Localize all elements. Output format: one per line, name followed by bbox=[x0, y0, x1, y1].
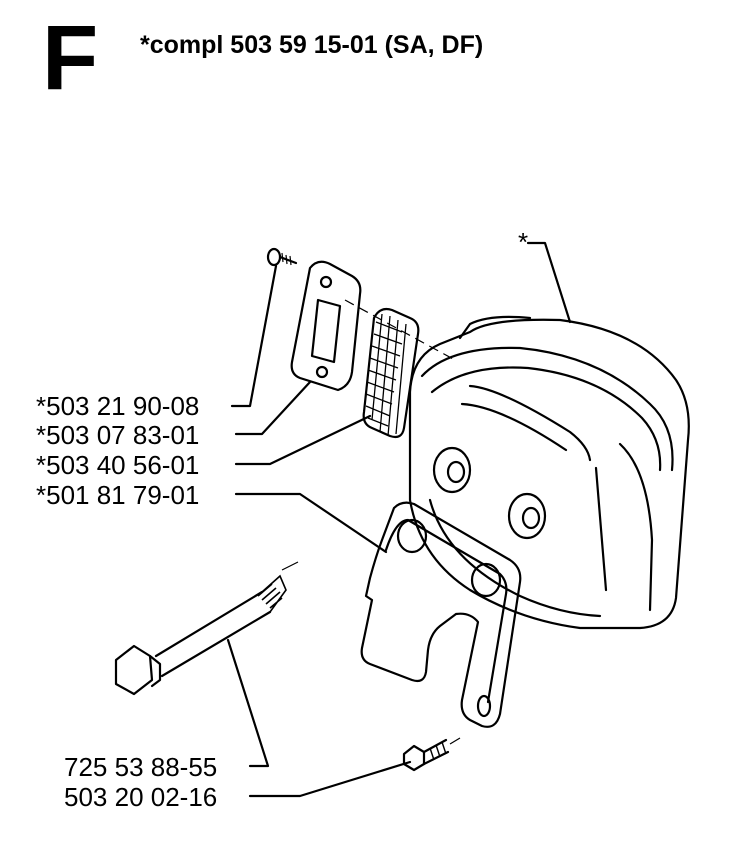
leader-long-bolt bbox=[226, 638, 270, 768]
bolt-axis-line bbox=[281, 561, 299, 571]
muffler-part bbox=[408, 315, 690, 630]
callout-spark-screen: *503 40 56-01 bbox=[36, 450, 199, 480]
leader-muffler bbox=[526, 241, 572, 324]
leader-short-bolt bbox=[248, 760, 412, 798]
spark-screen-part bbox=[362, 307, 420, 439]
section-letter: F bbox=[42, 7, 99, 109]
callout-muffler: * bbox=[518, 227, 528, 257]
leader-bracket bbox=[234, 492, 388, 554]
assembly-title: *compl 503 59 15-01 (SA, DF) bbox=[140, 31, 484, 59]
small-screw-part bbox=[266, 247, 298, 267]
callout-gasket: *503 07 83-01 bbox=[36, 420, 199, 450]
callout-long-bolt: 725 53 88-55 bbox=[64, 752, 217, 782]
leader-small-screw bbox=[230, 264, 278, 408]
callout-bracket: *501 81 79-01 bbox=[36, 480, 199, 510]
short-bolt-part bbox=[402, 737, 461, 772]
callout-short-bolt: 503 20 02-16 bbox=[64, 782, 217, 812]
bracket-part bbox=[360, 501, 522, 728]
long-bolt-part bbox=[114, 574, 287, 696]
gasket-part bbox=[290, 260, 362, 392]
leader-spark-screen bbox=[234, 414, 372, 466]
assembly-axis-line bbox=[344, 299, 456, 361]
callout-small-screw: *503 21 90-08 bbox=[36, 391, 199, 421]
leader-gasket bbox=[234, 380, 312, 436]
